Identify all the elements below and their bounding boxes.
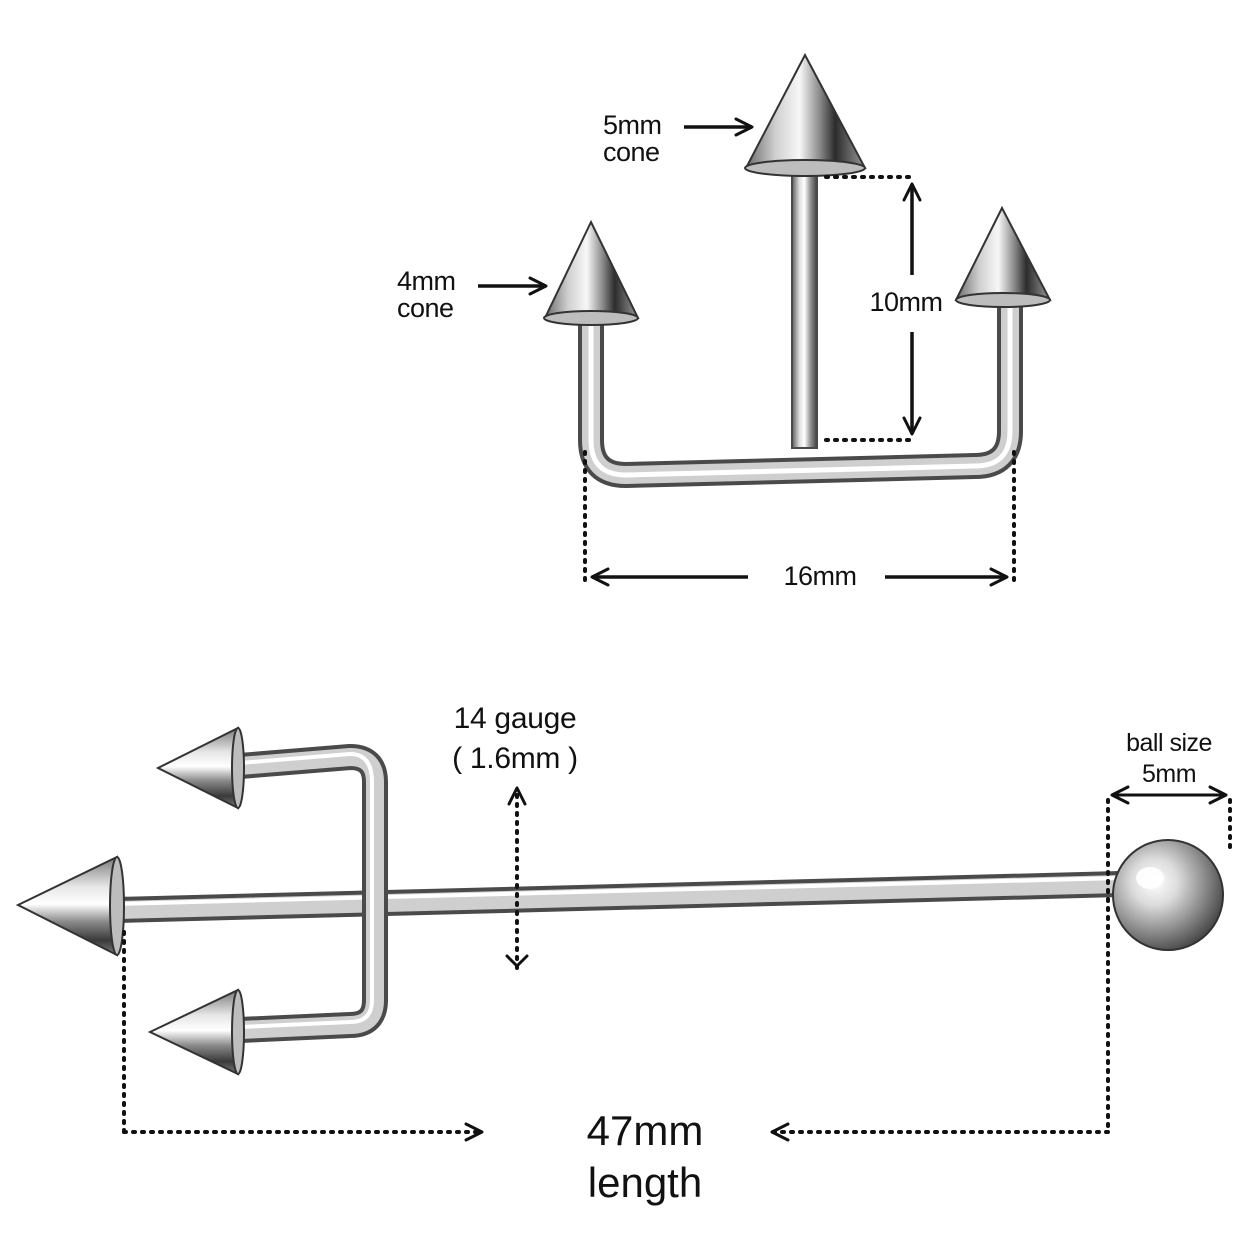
tip-cone-upper [155, 726, 245, 810]
gauge-mm: ( 1.6mm ) [452, 742, 578, 775]
top-center-post [791, 171, 818, 449]
top-barbell-illustration [543, 52, 1052, 488]
tip-cone-lower [147, 988, 245, 1076]
large-cone-label: 5mm cone [603, 112, 662, 166]
gauge-value: 14 gauge [453, 702, 577, 735]
width-label: 16mm [783, 561, 857, 591]
small-cone-size: 4mm [397, 266, 456, 296]
length-title: length [587, 1159, 703, 1206]
small-cone-label: 4mm cone [397, 268, 456, 322]
gauge-arrow-tail [505, 954, 529, 968]
large-cone-type: cone [603, 137, 660, 167]
length-label: 47mm length [587, 1110, 704, 1204]
ball-size-value: 5mm [1141, 760, 1197, 788]
small-cone-type: cone [397, 293, 454, 323]
small-cone-right [954, 205, 1052, 308]
ball-size-title: ball size [1126, 729, 1212, 757]
small-cone-left [543, 219, 640, 326]
bottom-annotations [122, 785, 1232, 1142]
length-value: 47mm [586, 1107, 704, 1154]
gauge-label: 14 gauge ( 1.6mm ) [452, 704, 578, 774]
tip-cone-left [15, 855, 125, 957]
bottom-barbell-illustration [15, 726, 1224, 1076]
large-cone-size: 5mm [603, 110, 662, 140]
ball-end [1112, 839, 1224, 951]
ball-size-label: ball size 5mm [1126, 731, 1212, 787]
top-annotations [478, 117, 1016, 587]
large-cone [744, 52, 867, 177]
height-label: 10mm [869, 287, 943, 317]
